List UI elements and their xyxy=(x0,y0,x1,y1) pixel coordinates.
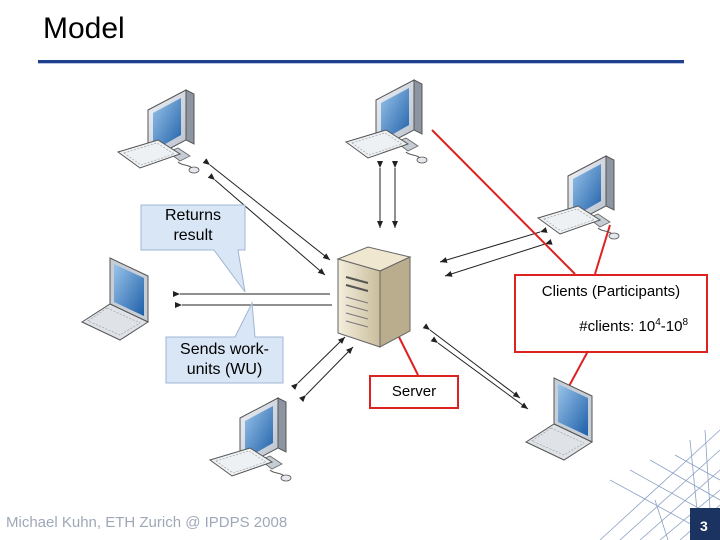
desktop-computer-icon xyxy=(209,397,292,482)
sends-workunits-text: Sends work- units (WU) xyxy=(166,340,283,380)
footer-credit: Michael Kuhn, ETH Zurich @ IPDPS 2008 xyxy=(6,514,288,531)
clients-label: Clients (Participants) xyxy=(541,283,681,300)
sends-line-2: units (WU) xyxy=(186,361,263,378)
count-separator: -10 xyxy=(660,318,683,335)
sends-workunits-callout xyxy=(165,301,284,384)
laptop-icon xyxy=(81,257,149,341)
page-number-badge xyxy=(690,508,720,540)
connection-arrows xyxy=(173,158,553,410)
returns-result-callout xyxy=(140,204,246,293)
returns-line-2: result xyxy=(173,227,213,244)
desktop-computer-icon xyxy=(117,89,200,174)
desktop-computer-icon xyxy=(537,155,620,240)
title-rule xyxy=(38,60,684,63)
page-number: 3 xyxy=(700,518,708,534)
laptop-icon xyxy=(525,377,593,461)
returns-result-text: Returns result xyxy=(141,206,245,246)
count-exponent-low: 4 xyxy=(655,317,661,328)
desktop-computer-icon xyxy=(345,79,428,164)
slide-title: Model xyxy=(43,12,125,45)
count-prefix: #clients: 10 xyxy=(579,318,656,335)
red-annotation-lines xyxy=(397,129,611,389)
count-exponent-high: 8 xyxy=(682,317,688,328)
server-label: Server xyxy=(391,383,437,400)
server-label-box: Server xyxy=(369,375,459,409)
returns-line-1: Returns xyxy=(164,207,222,224)
title-rule-highlight xyxy=(38,63,684,64)
sends-line-1: Sends work- xyxy=(180,341,269,358)
clients-label-box: Clients (Participants) #clients: 104-108 xyxy=(514,274,708,353)
server-tower-icon xyxy=(336,246,412,348)
client-count-label: #clients: 104-108 xyxy=(516,317,706,335)
